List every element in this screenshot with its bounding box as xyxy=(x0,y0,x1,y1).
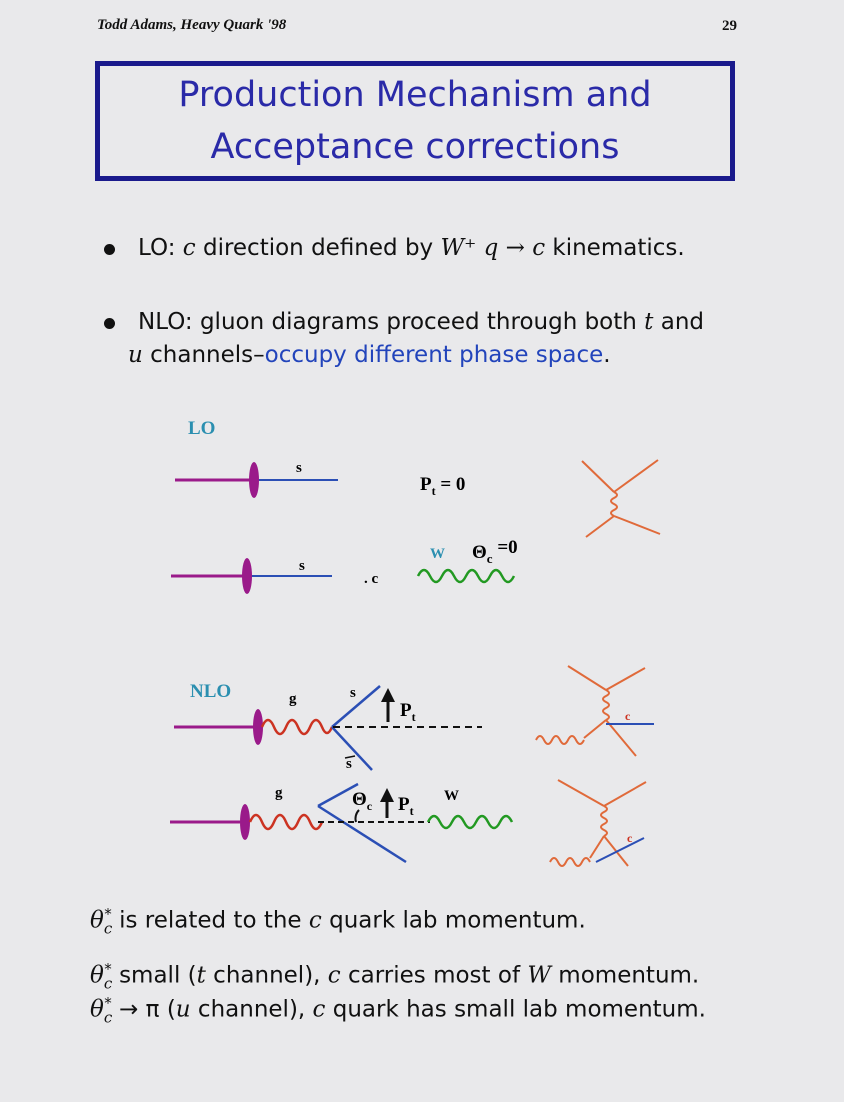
sbar-label: s xyxy=(346,756,352,772)
title-line-1: Production Mechanism and xyxy=(178,75,652,115)
lo-row-2: s . c W Θc =0 xyxy=(171,537,518,594)
bullet-nlo-line2: u channels–occupy different phase space. xyxy=(128,342,611,368)
c-label: c xyxy=(625,709,631,723)
bullet-dot xyxy=(104,318,115,329)
proton-blob xyxy=(253,709,263,745)
pt-zero-label: Pt = 0 xyxy=(420,474,465,498)
lo-row-1: s Pt = 0 xyxy=(175,460,465,498)
c-label: c xyxy=(627,831,633,845)
lo-label: LO xyxy=(188,418,215,439)
pt-label: Pt xyxy=(398,794,414,818)
pt-label: Pt xyxy=(400,700,416,724)
nlo-row-1: g s s Pt xyxy=(174,685,482,772)
g-label: g xyxy=(275,785,283,801)
proton-blob xyxy=(242,558,252,594)
proton-blob xyxy=(249,462,259,498)
page-number: 29 xyxy=(722,18,737,34)
gluon xyxy=(260,718,334,736)
w-boson xyxy=(416,568,516,584)
s-label: s xyxy=(299,558,305,574)
gluon xyxy=(248,813,324,831)
w-boson xyxy=(426,814,514,830)
bullet-nlo-text: NLO: gluon diagrams proceed through both… xyxy=(138,309,705,335)
bottom-line-2: θc* small (t channel), c carries most of… xyxy=(90,960,700,993)
nlo-feynman-diagram-t xyxy=(535,665,654,757)
lo-feynman-diagram xyxy=(581,459,661,538)
g-label: g xyxy=(289,691,297,707)
proton-blob xyxy=(240,804,250,840)
w-label: W xyxy=(430,546,445,562)
bullet-lo-text: LO: c direction defined by W⁺ q → c kine… xyxy=(138,235,685,261)
bottom-line-1: θc* is related to the c quark lab moment… xyxy=(90,905,586,938)
theta-zero-label: Θc =0 xyxy=(472,537,518,566)
slide-title: Production Mechanism and Acceptance corr… xyxy=(95,61,735,181)
c-label: . c xyxy=(364,571,379,587)
pt-arrow xyxy=(381,688,395,702)
bullet-dot xyxy=(104,244,115,255)
w-label: W xyxy=(444,788,459,804)
nlo-feynman-diagram-u xyxy=(549,779,647,867)
s-label: s xyxy=(296,460,302,476)
theta-label: Θc xyxy=(352,789,373,813)
header-author: Todd Adams, Heavy Quark '98 xyxy=(97,17,287,33)
bottom-line-3: θc* → π (u channel), c quark has small l… xyxy=(90,994,706,1027)
pt-arrow xyxy=(380,788,394,802)
nlo-row-2: g Θc Pt W xyxy=(170,782,514,864)
s-label: s xyxy=(350,685,356,701)
title-line-2: Acceptance corrections xyxy=(210,127,620,167)
nlo-label: NLO xyxy=(190,681,231,702)
